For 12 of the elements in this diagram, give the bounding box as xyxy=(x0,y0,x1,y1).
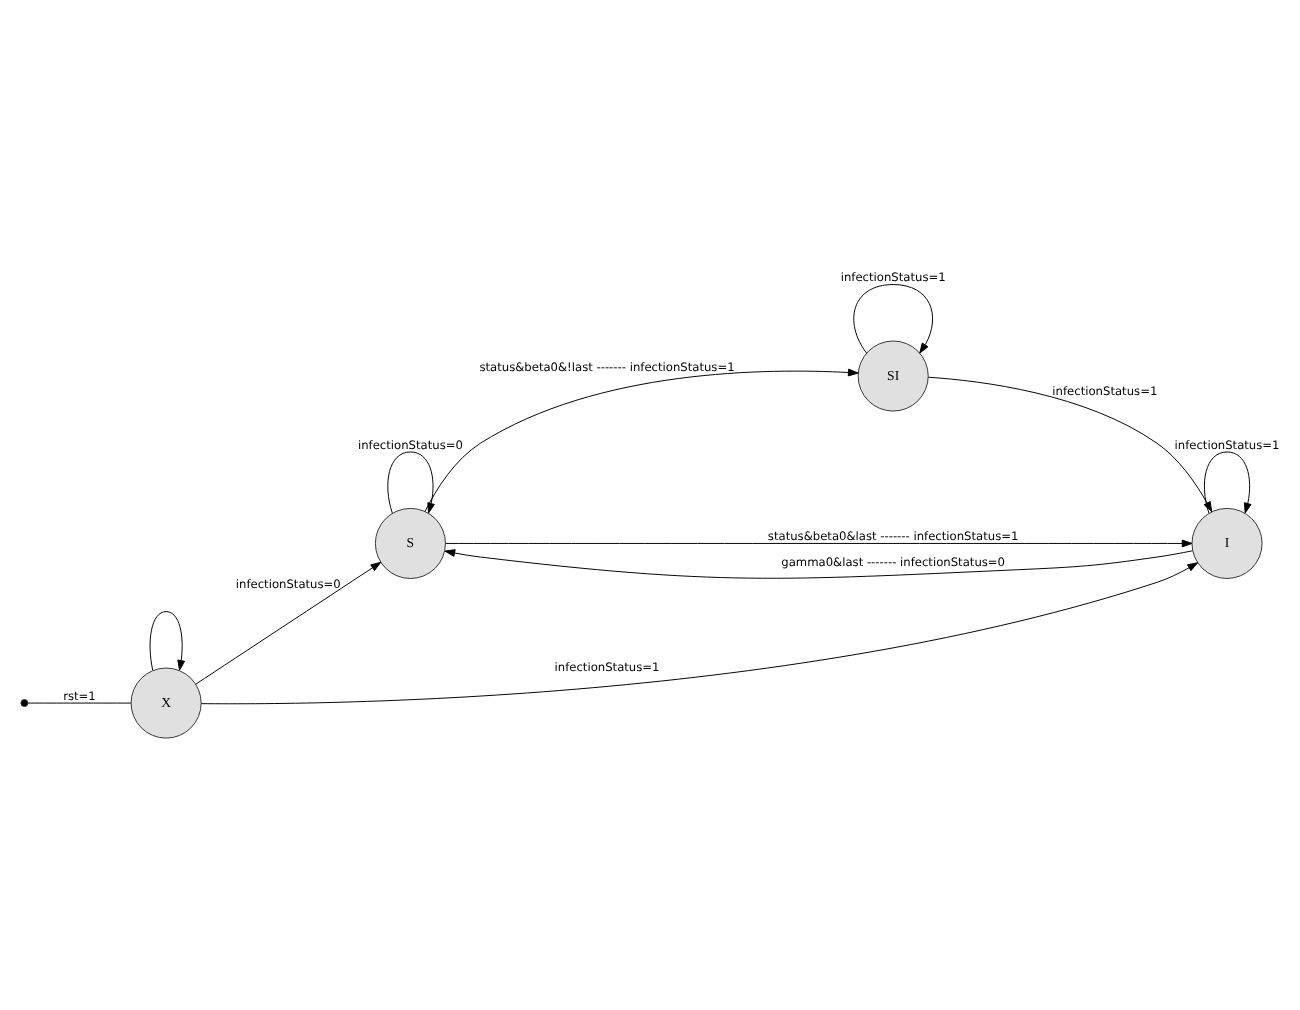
arrow xyxy=(200,562,1199,705)
arrow xyxy=(445,539,1193,548)
arrow xyxy=(927,376,1213,513)
arrow xyxy=(195,561,382,685)
connector xyxy=(27,702,132,704)
arrow xyxy=(444,549,1193,579)
arrow xyxy=(149,611,186,671)
arrow xyxy=(1203,451,1252,514)
node-circle xyxy=(20,699,29,708)
arrow xyxy=(424,368,859,513)
arrow xyxy=(387,451,435,514)
arrow xyxy=(853,284,933,354)
